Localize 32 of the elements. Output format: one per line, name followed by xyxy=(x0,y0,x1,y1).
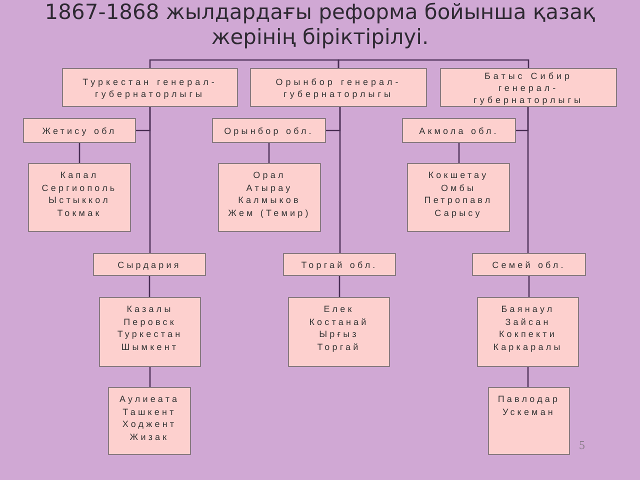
city-list-box: Баянаул Зайсан Кокпекти Каркаралы xyxy=(477,297,579,367)
connector-line xyxy=(528,276,530,297)
city-list-box: Павлодар Ускеман xyxy=(488,387,570,455)
region-box: Жетису обл xyxy=(23,118,136,143)
region-box: Сырдария xyxy=(93,253,206,276)
connector-line xyxy=(148,276,150,297)
city-list-box: Елек Костанай Ырғыз Торгай xyxy=(288,297,390,367)
governorate-box: Туркестан генерал- губернаторлыгы xyxy=(62,68,238,107)
city-list-box: Кокшетау Омбы Петропавл Сарысу xyxy=(407,163,510,232)
governorate-box: Орынбор генерал- губернаторлыгы xyxy=(250,68,427,107)
governorate-box: Батыс Сибир генерал- губернаторлыгы xyxy=(440,68,617,107)
connector-line xyxy=(78,143,80,163)
connector-line xyxy=(149,367,151,387)
connector-line xyxy=(527,367,529,387)
connector-line xyxy=(338,276,340,297)
city-list-box: Казалы Перовск Туркестан Шымкент xyxy=(99,297,201,367)
connector-line xyxy=(149,107,151,253)
region-box: Орынбор обл. xyxy=(212,118,326,143)
region-box: Семей обл. xyxy=(472,253,586,276)
page-number: 5 xyxy=(579,438,585,453)
connector-line xyxy=(339,107,341,253)
connector-line xyxy=(527,107,529,253)
connector-line xyxy=(338,59,530,68)
connector-line xyxy=(458,143,460,163)
connector-line xyxy=(149,59,340,68)
city-list-box: Капал Сергиополь Ыстыккол Токмак xyxy=(28,163,131,232)
region-box: Акмола обл. xyxy=(402,118,516,143)
title: 1867-1868 жылдардағы реформа бойынша қазақ жерінің біріктірілуі. xyxy=(44,0,596,50)
city-list-box: Аулиеата Ташкент Ходжент Жизак xyxy=(108,387,191,455)
connector-line xyxy=(268,143,270,163)
city-list-box: Орал Атырау Калмыков Жем (Темир) xyxy=(218,163,321,232)
region-box: Торгай обл. xyxy=(283,253,396,276)
